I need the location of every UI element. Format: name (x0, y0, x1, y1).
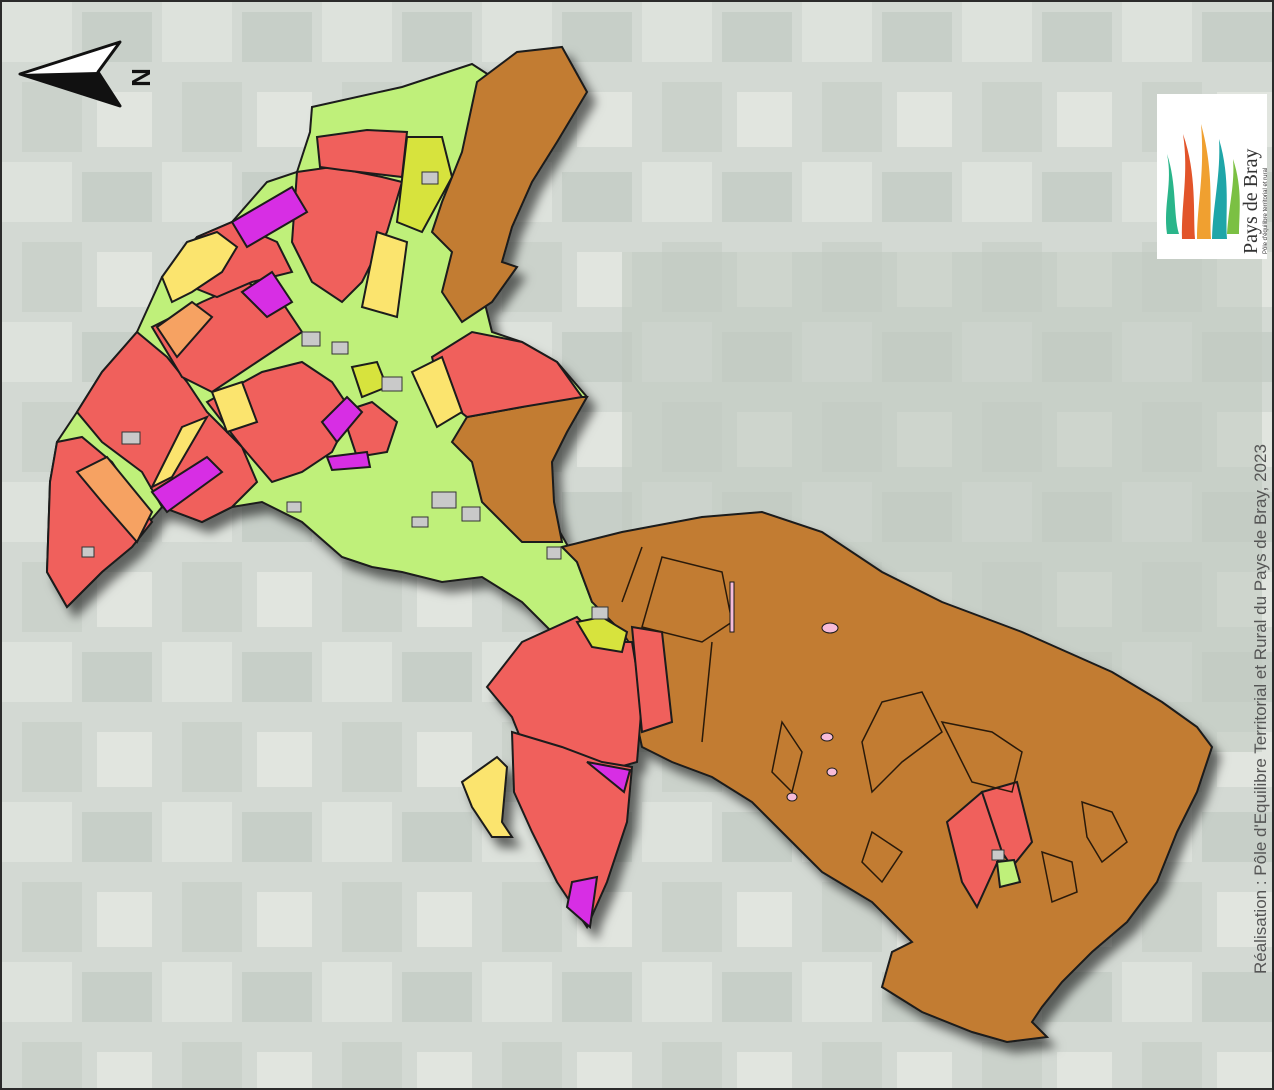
parcel-yellow-nw (160, 230, 239, 304)
parcel-crop-south-b (510, 730, 634, 930)
north-label: N (125, 68, 156, 87)
pink-parcels (729, 581, 839, 802)
parcel-crop-forest-2 (980, 780, 1034, 869)
parcel-forest-north (430, 45, 589, 324)
built-areas (81, 171, 1005, 861)
pays-de-bray-logo: Pays de Bray Pôle d'équilibre territoria… (1157, 94, 1269, 259)
parcel-yellow-west-2 (210, 380, 259, 434)
parcel-magenta-south-b (565, 875, 599, 929)
logo-emblem-icon (1166, 124, 1240, 239)
parcel-yellow-north-1 (360, 230, 409, 319)
parcel-magenta-4 (320, 395, 364, 444)
parcel-grass-forest (995, 858, 1022, 889)
parcel-orange-1 (155, 300, 214, 359)
logo-wordmark: Pays de Bray (1240, 148, 1262, 254)
parcel-crop-west-2 (45, 435, 154, 609)
parcel-yellow-north-2 (410, 355, 464, 429)
commune-territory (45, 45, 1214, 1044)
parcel-orange-2 (75, 455, 154, 544)
parcel-magenta-5 (325, 450, 372, 472)
map-credit: Réalisation : Pôle d'Equilibre Territori… (1251, 444, 1270, 974)
parcel-magenta-1 (230, 185, 309, 249)
parcel-magenta-3 (150, 455, 224, 514)
north-arrow-icon (18, 40, 122, 108)
logo-tagline: Pôle d'équilibre territorial et rural (1263, 168, 1269, 254)
parcel-magenta-south-a (586, 761, 632, 794)
forest-stand-boundaries (621, 546, 1128, 904)
parcel-crop-south-c (630, 625, 674, 734)
parcel-magenta-2 (240, 270, 294, 319)
parcel-yellow-south (460, 755, 514, 838)
parcel-yellow-west-1 (149, 414, 210, 490)
